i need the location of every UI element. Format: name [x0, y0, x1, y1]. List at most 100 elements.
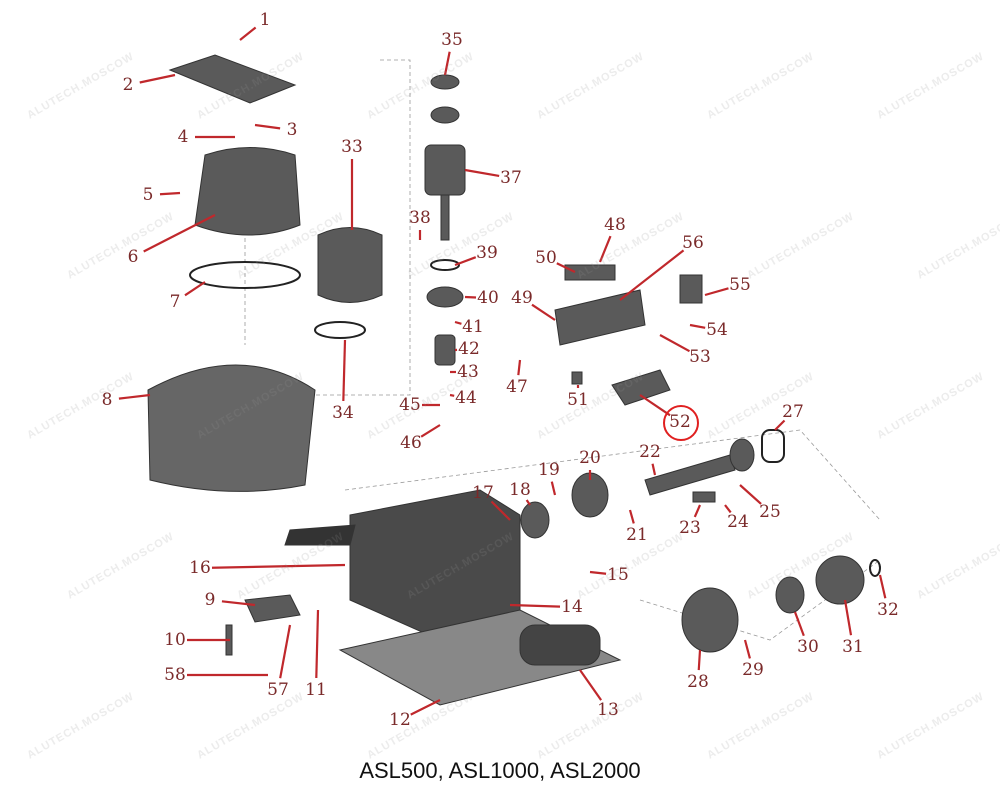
part-label-11: 11 [305, 680, 327, 700]
part-label-16: 16 [189, 558, 211, 578]
part-label-29: 29 [742, 660, 764, 680]
part-shaft [644, 454, 736, 496]
part-label-15: 15 [607, 565, 629, 585]
part-label-1: 1 [259, 10, 271, 30]
part-lock [244, 594, 301, 623]
leader-line-5 [159, 191, 181, 196]
part-label-10: 10 [164, 630, 186, 650]
leader-line-11 [315, 609, 320, 679]
part-o-ring [189, 261, 301, 289]
leader-line-53 [659, 334, 691, 353]
leader-line-7 [184, 281, 206, 297]
leader-line-50 [556, 262, 576, 273]
part-label-19: 19 [538, 460, 560, 480]
part-gear [815, 555, 865, 605]
leader-line-2 [139, 73, 176, 84]
part-label-31: 31 [842, 637, 864, 657]
part-label-22: 22 [639, 442, 661, 462]
part-label-13: 13 [597, 700, 619, 720]
part-label-43: 43 [457, 362, 479, 382]
part-flange [681, 587, 739, 653]
part-label-46: 46 [400, 433, 422, 453]
part-cover [147, 364, 316, 492]
part-label-55: 55 [729, 275, 751, 295]
leader-line-21 [628, 509, 635, 524]
leader-line-6 [143, 214, 216, 253]
part-label-3: 3 [286, 120, 298, 140]
part-label-48: 48 [604, 215, 626, 235]
leader-line-14 [509, 603, 561, 608]
leader-line-23 [693, 504, 702, 518]
leader-line-22 [651, 463, 657, 476]
part-label-7: 7 [169, 292, 181, 312]
leader-line-12 [410, 699, 441, 716]
leader-line-47 [517, 359, 522, 376]
part-end-cap [519, 624, 601, 666]
leader-line-24 [724, 504, 732, 514]
leader-line-3 [254, 123, 281, 130]
leader-line-15 [589, 570, 607, 575]
part-label-49: 49 [511, 288, 533, 308]
leader-line-28 [697, 649, 702, 671]
part-switch-bracket [554, 289, 646, 346]
part-label-24: 24 [727, 512, 749, 532]
part-label-6: 6 [127, 247, 139, 267]
part-label-27: 27 [782, 402, 804, 422]
leader-line-48 [598, 235, 612, 263]
part-label-21: 21 [626, 525, 648, 545]
leader-line-46 [420, 424, 441, 438]
leader-line-25 [739, 484, 762, 505]
part-top-plate [168, 54, 297, 104]
part-label-28: 28 [687, 672, 709, 692]
part-label-4: 4 [177, 127, 189, 147]
part-label-58: 58 [164, 665, 186, 685]
part-label-44: 44 [455, 388, 477, 408]
part-label-23: 23 [679, 518, 701, 538]
leader-line-17 [490, 500, 511, 521]
part-label-41: 41 [462, 317, 484, 337]
part-label-40: 40 [477, 288, 499, 308]
part-label-32: 32 [877, 600, 899, 620]
part-motor-cover [194, 147, 301, 236]
leader-line-34 [342, 339, 347, 402]
leader-line-18 [525, 499, 531, 506]
leader-line-52 [639, 394, 671, 417]
leader-line-49 [531, 303, 556, 321]
highlight-circle [663, 405, 699, 441]
part-label-53: 53 [689, 347, 711, 367]
part-label-57: 57 [267, 680, 289, 700]
part-label-25: 25 [759, 502, 781, 522]
leader-line-41 [454, 320, 462, 325]
part-label-18: 18 [509, 480, 531, 500]
leader-line-44 [449, 393, 455, 397]
part-label-20: 20 [579, 448, 601, 468]
leader-line-13 [579, 669, 603, 701]
leader-line-1 [239, 26, 257, 41]
leader-line-9 [221, 600, 256, 607]
part-label-2: 2 [122, 75, 134, 95]
part-label-30: 30 [797, 637, 819, 657]
part-label-5: 5 [142, 185, 154, 205]
part-label-14: 14 [561, 597, 583, 617]
part-label-37: 37 [500, 168, 522, 188]
leader-line-55 [704, 287, 729, 297]
part-label-42: 42 [458, 339, 480, 359]
part-label-17: 17 [472, 483, 494, 503]
part-label-50: 50 [535, 248, 557, 268]
leader-line-30 [793, 611, 805, 637]
part-label-35: 35 [441, 30, 463, 50]
leader-line-29 [743, 639, 751, 659]
part-label-34: 34 [332, 403, 354, 423]
leader-line-32 [878, 574, 887, 599]
leader-line-27 [774, 419, 786, 431]
leader-line-19 [550, 481, 557, 496]
leader-line-37 [464, 168, 500, 178]
part-label-12: 12 [389, 710, 411, 730]
part-label-51: 51 [567, 390, 589, 410]
leader-line-35 [443, 51, 451, 76]
part-rotor [424, 144, 466, 196]
leader-line-54 [689, 323, 706, 329]
part-label-56: 56 [682, 233, 704, 253]
part-label-45: 45 [399, 395, 421, 415]
